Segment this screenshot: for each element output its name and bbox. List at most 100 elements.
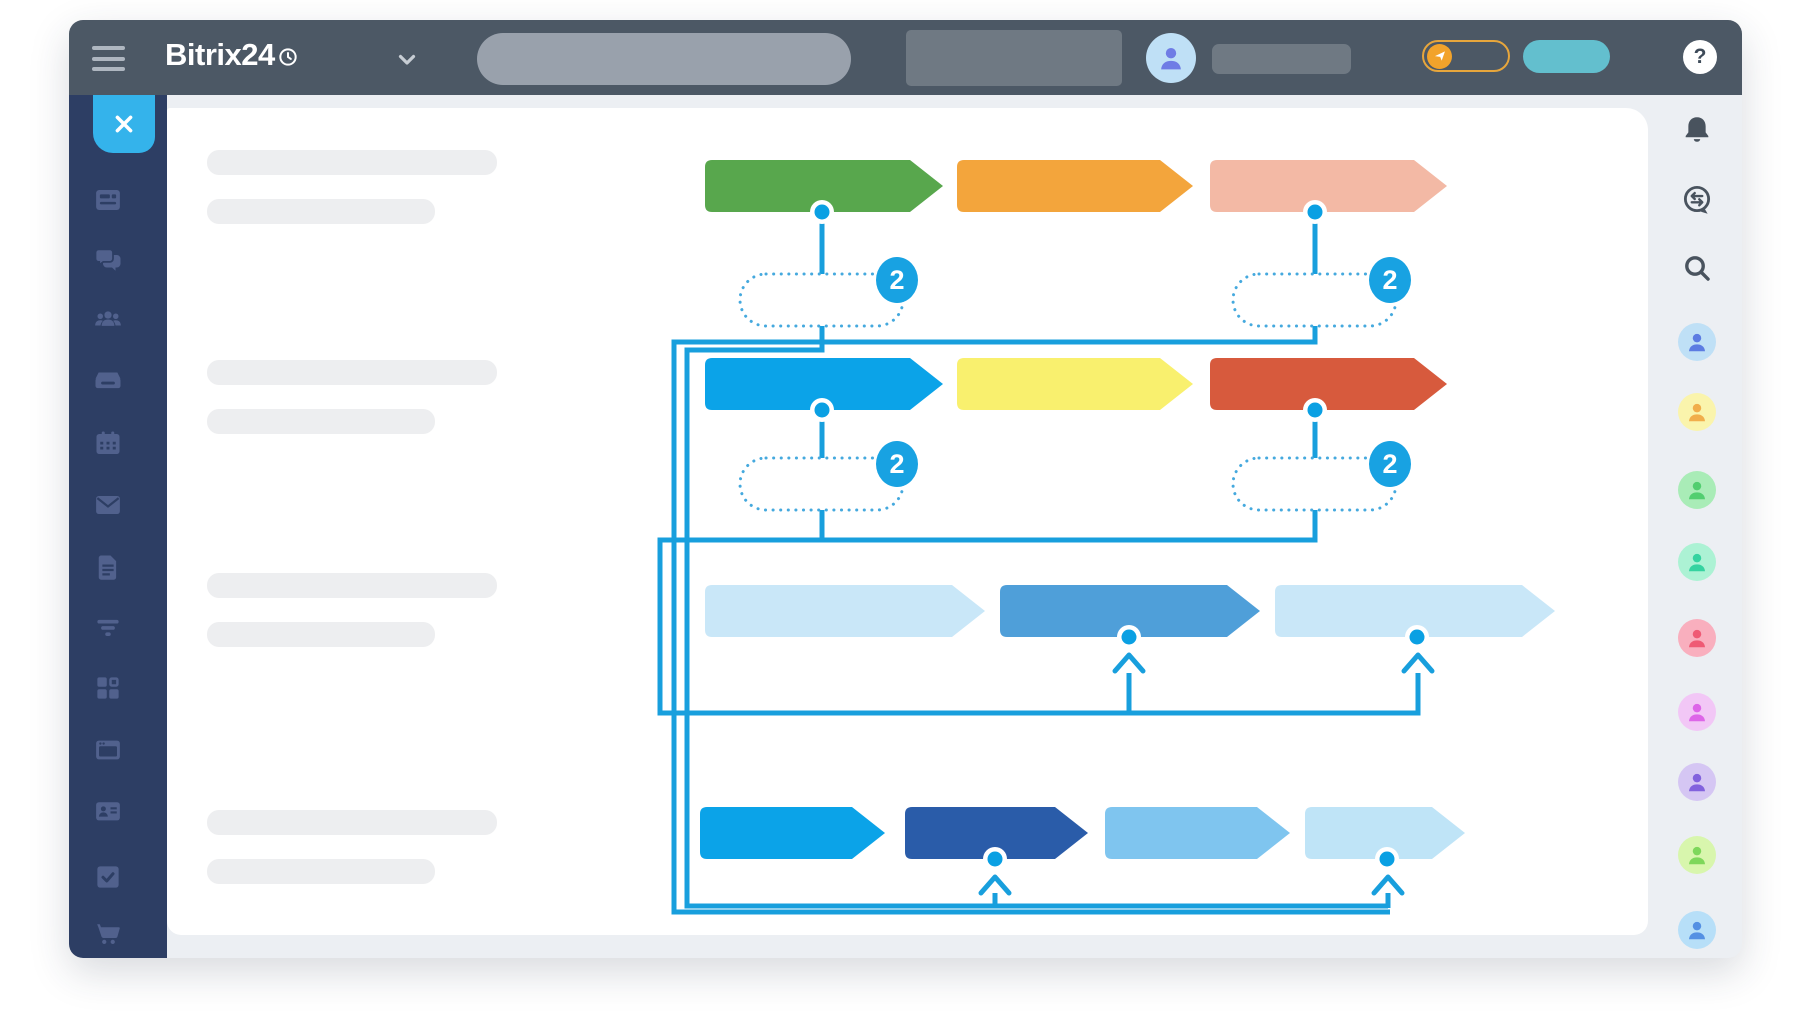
sidebar-item-tasks[interactable] xyxy=(93,862,123,892)
conversation-history-icon xyxy=(1680,185,1714,221)
search-icon xyxy=(1680,256,1714,289)
person-icon xyxy=(1684,477,1710,503)
notifications-button[interactable] xyxy=(1680,113,1714,147)
text-placeholder xyxy=(207,573,497,598)
gantt-bar[interactable] xyxy=(957,358,1193,410)
milestone-dot[interactable] xyxy=(1307,204,1323,220)
gantt-bar[interactable] xyxy=(1210,160,1447,212)
milestone-dot[interactable] xyxy=(814,402,830,418)
bell-icon xyxy=(1680,117,1714,151)
person-icon xyxy=(1684,769,1710,795)
close-sidebar-button[interactable] xyxy=(93,95,155,153)
milestone-dot[interactable] xyxy=(1409,629,1425,645)
search-button[interactable] xyxy=(1680,251,1714,285)
person-icon xyxy=(1684,842,1710,868)
search-input[interactable] xyxy=(477,33,851,85)
gantt-bar[interactable] xyxy=(1000,585,1260,637)
sidebar-item-store[interactable] xyxy=(93,919,123,949)
sidebar-item-contacts[interactable] xyxy=(93,796,123,826)
count-badge xyxy=(1369,441,1411,487)
chat-icon xyxy=(93,248,123,279)
arrow-up-icon xyxy=(1371,874,1405,896)
people-icon xyxy=(93,311,123,339)
arrow-up-icon xyxy=(978,874,1012,896)
user-avatar[interactable] xyxy=(1146,33,1196,83)
sidebar-item-documents[interactable] xyxy=(93,552,123,582)
gantt-bar[interactable] xyxy=(700,807,885,859)
rail-avatar[interactable] xyxy=(1678,619,1716,657)
feed-icon xyxy=(93,190,123,219)
text-placeholder xyxy=(207,360,497,385)
primary-action-button[interactable] xyxy=(1523,40,1610,73)
rail-avatar[interactable] xyxy=(1678,836,1716,874)
close-icon xyxy=(115,115,133,133)
count-badge-label: 2 xyxy=(889,449,904,479)
text-placeholder xyxy=(207,150,497,175)
document-icon xyxy=(93,555,123,586)
count-badge xyxy=(876,441,918,487)
right-rail xyxy=(1648,95,1742,958)
upgrade-pill-button[interactable] xyxy=(1422,40,1510,72)
gantt-bar[interactable] xyxy=(905,807,1088,859)
sidebar-item-feed[interactable] xyxy=(93,185,123,215)
rail-avatar[interactable] xyxy=(1678,393,1716,431)
gantt-bar[interactable] xyxy=(1210,358,1447,410)
arrow-up-icon xyxy=(1112,652,1146,674)
rail-avatar[interactable] xyxy=(1678,911,1716,949)
dependency-connector xyxy=(684,326,1388,909)
left-sidebar xyxy=(69,95,167,958)
history-button[interactable] xyxy=(1680,183,1714,217)
sidebar-item-calendar[interactable] xyxy=(93,428,123,458)
count-badge-label: 2 xyxy=(889,265,904,295)
count-badge-label: 2 xyxy=(1382,449,1397,479)
task-check-icon xyxy=(93,866,123,896)
dependency-connector xyxy=(657,510,1421,716)
clock-icon xyxy=(278,39,298,66)
rail-avatar[interactable] xyxy=(1678,763,1716,801)
milestone-dot[interactable] xyxy=(814,204,830,220)
gantt-bar[interactable] xyxy=(1305,807,1465,859)
sidebar-item-drive[interactable] xyxy=(93,365,123,395)
rail-avatar[interactable] xyxy=(1678,323,1716,361)
milestone-dot[interactable] xyxy=(987,851,1003,867)
sidebar-item-sites[interactable] xyxy=(93,735,123,765)
help-button[interactable]: ? xyxy=(1683,40,1717,74)
dependency-connector xyxy=(671,326,1390,915)
sidebar-item-mail[interactable] xyxy=(93,490,123,520)
milestone-dot[interactable] xyxy=(1121,629,1137,645)
sidebar-item-crm[interactable] xyxy=(93,613,123,643)
gantt-bar[interactable] xyxy=(705,358,943,410)
count-badge xyxy=(876,257,918,303)
sidebar-item-messenger[interactable] xyxy=(93,245,123,275)
milestone-dot[interactable] xyxy=(1307,402,1323,418)
main-canvas: 2 2 2 2 xyxy=(167,108,1648,935)
arrow-up-icon xyxy=(1401,652,1435,674)
help-label: ? xyxy=(1693,45,1707,68)
sidebar-item-employees[interactable] xyxy=(93,305,123,335)
count-badge-label: 2 xyxy=(1382,265,1397,295)
gantt-bar[interactable] xyxy=(705,585,985,637)
sidebar-item-apps[interactable] xyxy=(93,673,123,703)
chevron-down-icon[interactable] xyxy=(395,48,419,68)
gantt-chart: 2 2 2 2 xyxy=(657,160,1555,915)
milestone-dot[interactable] xyxy=(1379,851,1395,867)
rail-avatar[interactable] xyxy=(1678,543,1716,581)
person-icon xyxy=(1684,399,1710,425)
brand-logo[interactable]: Bitrix24 xyxy=(165,37,298,73)
person-icon xyxy=(1684,625,1710,651)
text-placeholder xyxy=(207,810,497,835)
text-placeholder xyxy=(207,622,435,647)
drive-icon xyxy=(93,372,123,399)
gantt-bar[interactable] xyxy=(957,160,1193,212)
gantt-bar[interactable] xyxy=(1275,585,1555,637)
topbar-panel xyxy=(906,30,1122,86)
gantt-bar[interactable] xyxy=(1105,807,1290,859)
mail-icon xyxy=(93,496,123,524)
menu-icon[interactable] xyxy=(92,46,125,71)
rail-avatar[interactable] xyxy=(1678,471,1716,509)
gantt-bar[interactable] xyxy=(705,160,943,212)
app-window: Bitrix24 ? xyxy=(69,20,1742,958)
rail-avatar[interactable] xyxy=(1678,693,1716,731)
person-icon xyxy=(1684,549,1710,575)
